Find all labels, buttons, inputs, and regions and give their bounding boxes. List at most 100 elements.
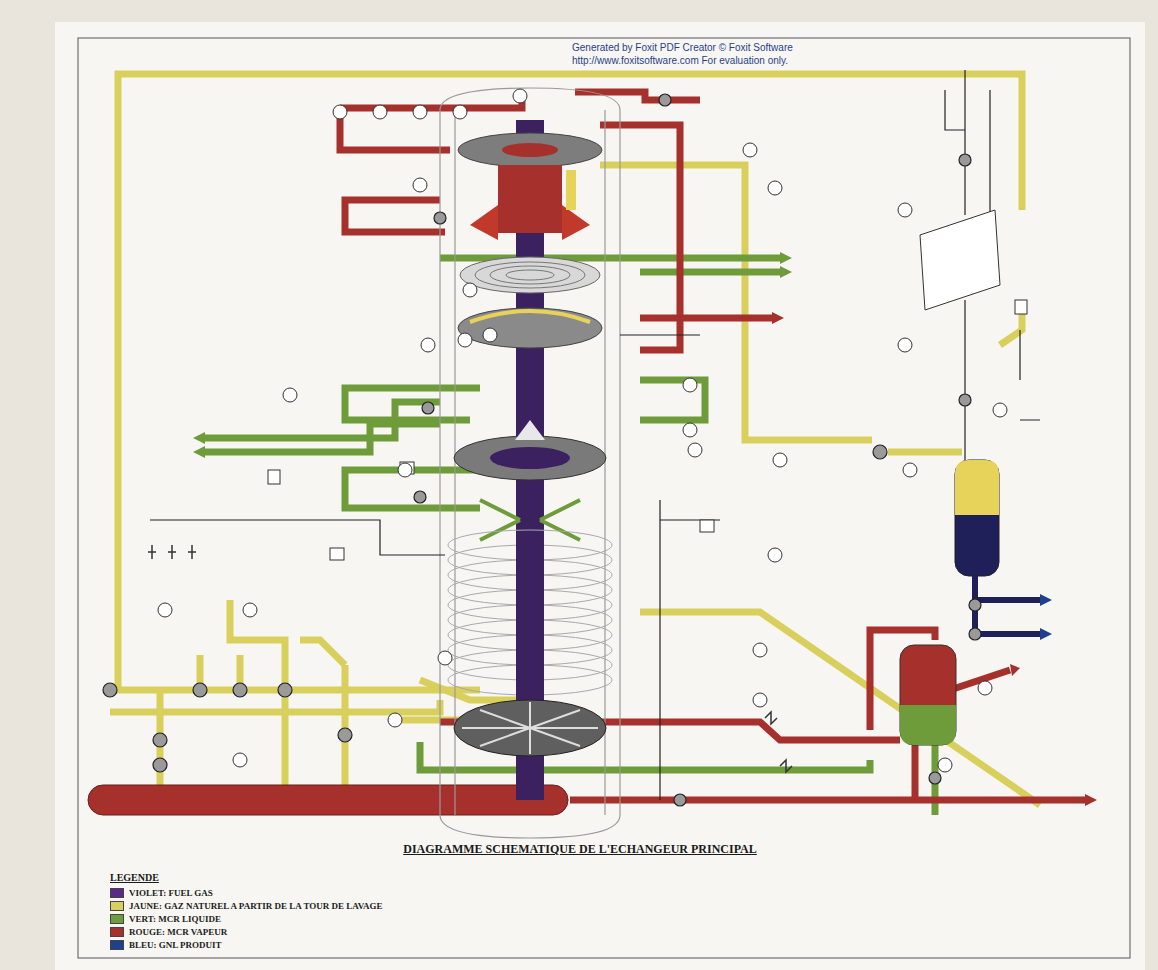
valve: [338, 728, 352, 742]
valve: [873, 445, 887, 459]
instrument-bubble: [683, 423, 697, 437]
column-internals: [490, 266, 570, 284]
yellow-pipe: [300, 640, 345, 665]
product-vessel: [975, 576, 1040, 634]
product-vessel: [955, 460, 1040, 634]
legend-text: ROUGE: MCR VAPEUR: [129, 927, 227, 937]
column-internals: [462, 727, 530, 729]
legend-swatch: [110, 927, 124, 937]
green-pipe: [205, 402, 440, 438]
column-internals: [460, 257, 600, 293]
column-shell: [440, 88, 620, 838]
legend-row: JAUNE: GAZ NATUREL A PARTIR DE LA TOUR D…: [110, 901, 383, 911]
column-internals: [530, 710, 580, 728]
valve: [929, 772, 941, 784]
flow-arrow: [1085, 794, 1097, 806]
separator-vessel: [900, 645, 956, 745]
valve: [153, 758, 167, 772]
column-internals: [516, 540, 544, 700]
check-valve: [148, 545, 196, 559]
legend-row: VERT: MCR LIQUIDE: [110, 914, 221, 924]
red-pipe: [340, 92, 1085, 800]
flow-arrow: [193, 446, 205, 458]
instrument-bubble: [903, 463, 917, 477]
valve: [959, 394, 971, 406]
drum: [88, 785, 568, 815]
green-pipe: [205, 424, 440, 452]
instrument-bubble: [688, 443, 702, 457]
valve: [422, 402, 434, 414]
column-internals: [530, 728, 580, 746]
legend-swatch: [110, 888, 124, 898]
red-pipe: [912, 745, 919, 800]
column-internals: [458, 133, 602, 167]
instrument-bubble: [398, 463, 412, 477]
instrument-bubble: [453, 105, 467, 119]
column-internals: [480, 710, 530, 728]
product-vessel: [975, 597, 1040, 603]
column-internals: [470, 205, 498, 240]
separator-vessel: [900, 645, 956, 745]
red-pipe: [340, 108, 450, 150]
instrument-bubble: [413, 178, 427, 192]
instrument-bubble: [333, 105, 347, 119]
red-pipe: [570, 797, 1085, 804]
watermark: http://www.foxitsoftware.com For evaluat…: [570, 55, 790, 66]
column-internals: [480, 728, 530, 746]
column-shell: [440, 88, 620, 838]
column-internals: [454, 700, 606, 756]
control-lines: [1020, 330, 1040, 420]
legend-swatch: [110, 914, 124, 924]
valve: [674, 794, 686, 806]
valve: [414, 491, 426, 503]
instrument-bubble: [978, 681, 992, 695]
yellow-pipe: [230, 600, 285, 790]
flow-arrow: [780, 266, 792, 278]
valve: [659, 94, 671, 106]
instrument-box: [330, 548, 344, 560]
legend-text: VERT: MCR LIQUIDE: [129, 914, 221, 924]
instrument-bubble: [768, 181, 782, 195]
instrument-bubble: [233, 753, 247, 767]
instrument-box: [268, 470, 280, 484]
column-internals: [562, 205, 590, 240]
flow-arrow: [193, 432, 205, 444]
flow-arrow: [1040, 594, 1052, 606]
control-lines: [989, 90, 990, 215]
instrument-bubble: [158, 603, 172, 617]
instrument-bubble: [413, 105, 427, 119]
legend-swatch: [110, 940, 124, 950]
instrument-bubble: [773, 453, 787, 467]
column-internals: [515, 420, 545, 440]
column-internals: [529, 728, 531, 754]
column-internals: [470, 311, 590, 322]
control-lines: [964, 300, 965, 460]
instrument-bubble: [753, 693, 767, 707]
column-internals: [480, 500, 580, 540]
legend-text: JAUNE: GAZ NATUREL A PARTIR DE LA TOUR D…: [129, 901, 383, 911]
instrument-bubble: [283, 388, 297, 402]
watermark: Generated by Foxit PDF Creator © Foxit S…: [570, 42, 795, 53]
valve: [103, 683, 117, 697]
red-pipe: [345, 200, 445, 232]
instrument-box: [700, 520, 714, 532]
column-internals: [458, 308, 602, 348]
legend-swatch: [110, 901, 124, 911]
instrument-bubble: [438, 651, 452, 665]
column-internals: [566, 170, 576, 210]
instrument-bubble: [421, 338, 435, 352]
flow-arrow: [1010, 664, 1020, 676]
green-pipe: [205, 258, 935, 815]
separator-vessel: [900, 705, 956, 745]
legend-row: ROUGE: MCR VAPEUR: [110, 927, 227, 937]
legend-text: BLEU: GNL PRODUIT: [129, 940, 222, 950]
check-valve: [765, 712, 777, 724]
column-internals: [454, 436, 606, 480]
instrument-box: [920, 210, 1000, 310]
control-lines: [659, 500, 660, 800]
valve: [969, 599, 981, 611]
green-pipe: [640, 269, 780, 276]
paper: [55, 22, 1145, 970]
